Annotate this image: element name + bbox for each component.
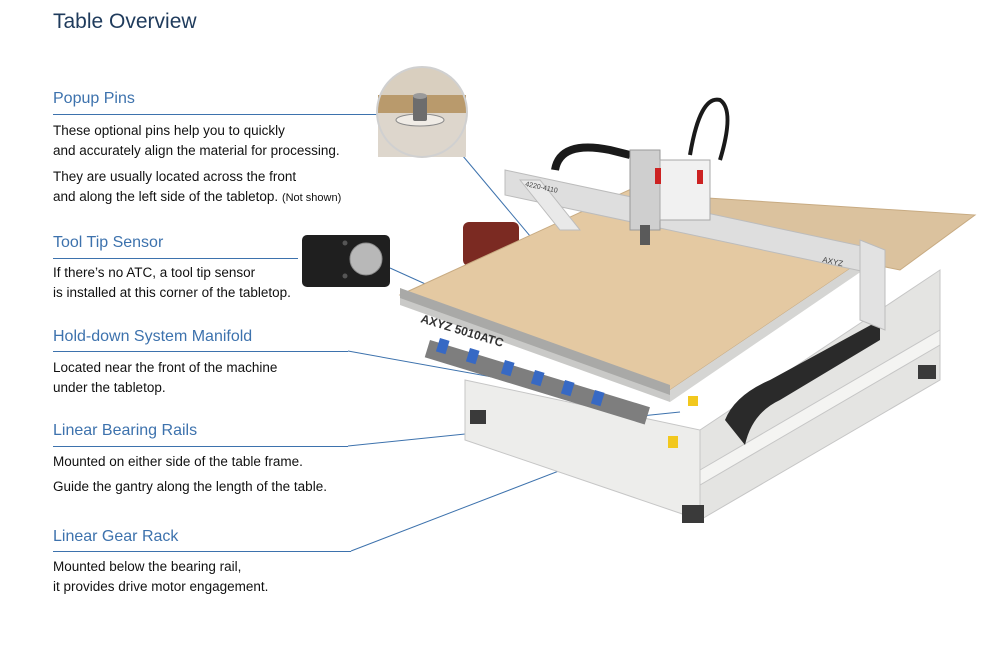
hold-down-manifold [424, 338, 650, 425]
section-heading-popup-pins: Popup Pins [53, 90, 135, 107]
tool-tip-sensor-inset [302, 235, 390, 287]
section-heading-linear-gear-rack: Linear Gear Rack [53, 528, 179, 545]
section-heading-tool-tip-sensor: Tool Tip Sensor [53, 234, 164, 251]
section-rule [53, 446, 348, 447]
text-line: and accurately align the material for pr… [53, 143, 340, 158]
cable-chain [725, 320, 880, 445]
warning-sticker [668, 436, 678, 448]
linear-bearing-rails-text: Mounted on either side of the table fram… [53, 452, 327, 497]
text-line: is installed at this corner of the table… [53, 285, 291, 300]
not-shown-note: (Not shown) [281, 192, 342, 204]
corner-sticker [688, 396, 698, 406]
popup-pin-inset [376, 66, 468, 158]
section-heading-hold-down-manifold: Hold-down System Manifold [53, 328, 253, 345]
gantry-brand-label: AXYZ [822, 255, 844, 268]
spindle-head [551, 97, 730, 245]
linear-gear-rack-text: Mounted below the bearing rail, it provi… [53, 557, 268, 597]
hold-down-manifold-text: Located near the front of the machine un… [53, 358, 277, 398]
text-line: it provides drive motor engagement. [53, 579, 269, 594]
popup-pins-text: These optional pins help you to quickly … [53, 121, 341, 208]
section-heading-linear-bearing-rails: Linear Bearing Rails [53, 422, 198, 439]
section-rule [53, 351, 348, 352]
text-line: Mounted below the bearing rail, [53, 559, 242, 574]
text-line: Mounted on either side of the table fram… [53, 454, 303, 469]
text-line: under the tabletop. [53, 380, 166, 395]
text-line: and along the left side of the tabletop. [53, 189, 279, 204]
text-line: Guide the gantry along the length of the… [53, 479, 327, 494]
tool-tip-sensor-text: If there’s no ATC, a tool tip sensor is … [53, 263, 291, 303]
section-rule [53, 551, 351, 552]
section-rule [53, 114, 383, 115]
page-title: Table Overview [53, 10, 197, 33]
section-rule [53, 258, 298, 259]
front-rail [400, 288, 670, 395]
text-line: These optional pins help you to quickly [53, 123, 285, 138]
text-line: Located near the front of the machine [53, 360, 278, 375]
text-line: If there’s no ATC, a tool tip sensor [53, 265, 256, 280]
gantry: 4220-4110 AXYZ [504, 169, 886, 331]
text-line: They are usually located across the fron… [53, 169, 297, 184]
